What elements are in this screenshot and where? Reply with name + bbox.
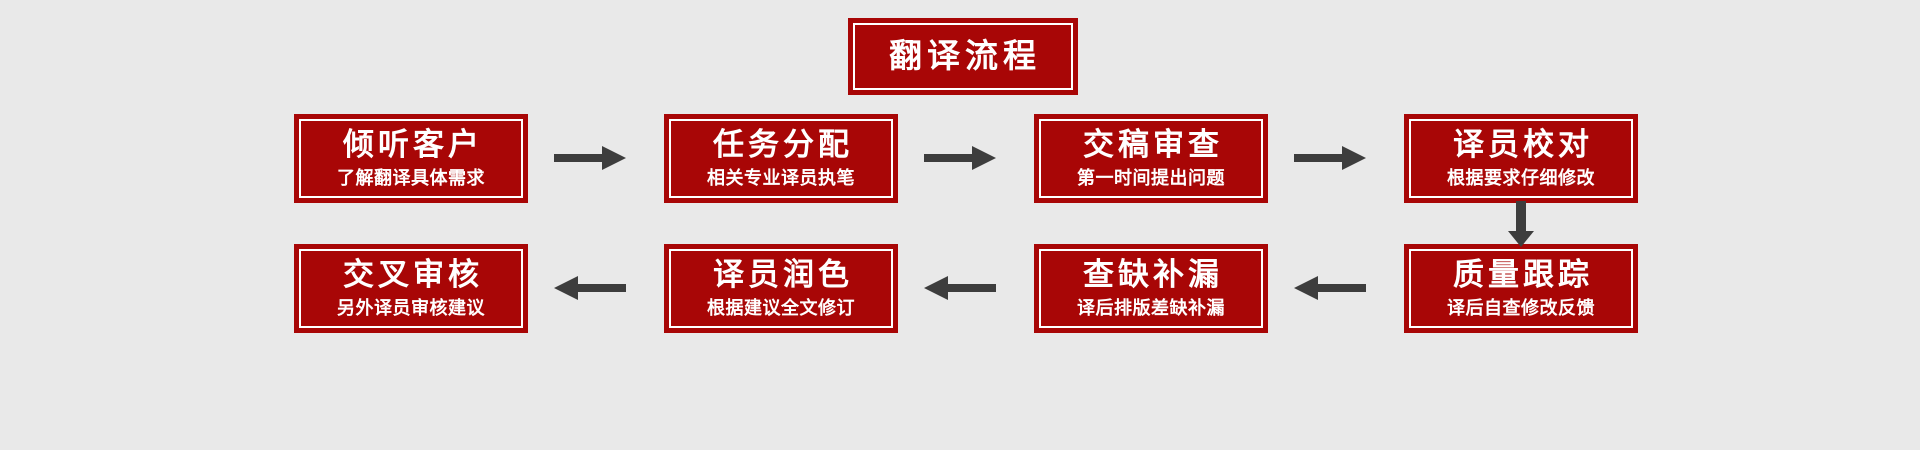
arrow-right-icon (1294, 143, 1366, 173)
flowchart-title-text: 翻译流程 (889, 36, 1041, 76)
step-4-title: 译员校对 (1453, 126, 1593, 163)
arrow-down-icon (1506, 201, 1536, 247)
step-3-subtitle: 第一时间提出问题 (1077, 167, 1225, 189)
step-5-title: 质量跟踪 (1453, 256, 1593, 293)
arrow-left-icon (924, 273, 996, 303)
step-3-title: 交稿审查 (1083, 126, 1223, 163)
step-2-subtitle: 相关专业译员执笔 (707, 167, 855, 189)
step-4-subtitle: 根据要求仔细修改 (1447, 167, 1595, 189)
arrow-right-icon (924, 143, 996, 173)
step-6-title: 查缺补漏 (1083, 256, 1223, 293)
step-1-title: 倾听客户 (343, 126, 483, 163)
arrow-right-icon (554, 143, 626, 173)
step-8-subtitle: 另外译员审核建议 (337, 297, 485, 319)
step-5-subtitle: 译后自查修改反馈 (1447, 297, 1595, 319)
step-box-4[interactable]: 译员校对 根据要求仔细修改 (1404, 114, 1638, 203)
flowchart-title-box: 翻译流程 (848, 18, 1078, 95)
step-1-subtitle: 了解翻译具体需求 (337, 167, 485, 189)
step-7-subtitle: 根据建议全文修订 (707, 297, 855, 319)
step-box-7[interactable]: 译员润色 根据建议全文修订 (664, 244, 898, 333)
arrow-left-icon (554, 273, 626, 303)
step-6-subtitle: 译后排版差缺补漏 (1077, 297, 1225, 319)
step-7-title: 译员润色 (713, 256, 853, 293)
step-2-title: 任务分配 (713, 126, 853, 163)
step-box-3[interactable]: 交稿审查 第一时间提出问题 (1034, 114, 1268, 203)
step-box-1[interactable]: 倾听客户 了解翻译具体需求 (294, 114, 528, 203)
step-box-8[interactable]: 交叉审核 另外译员审核建议 (294, 244, 528, 333)
arrow-left-icon (1294, 273, 1366, 303)
step-8-title: 交叉审核 (343, 256, 483, 293)
step-box-5[interactable]: 质量跟踪 译后自查修改反馈 (1404, 244, 1638, 333)
step-box-6[interactable]: 查缺补漏 译后排版差缺补漏 (1034, 244, 1268, 333)
step-box-2[interactable]: 任务分配 相关专业译员执笔 (664, 114, 898, 203)
